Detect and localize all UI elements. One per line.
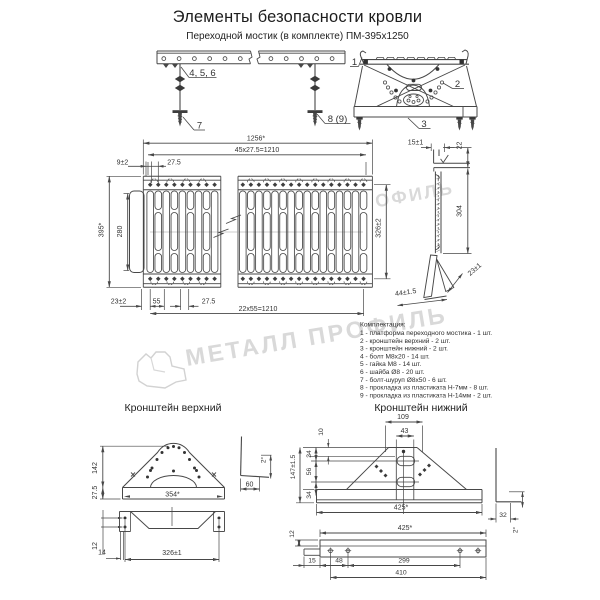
svg-text:4 - болт М8х20 - 14 шт.: 4 - болт М8х20 - 14 шт. [360, 352, 430, 360]
svg-text:142: 142 [92, 462, 99, 474]
svg-text:10: 10 [318, 428, 325, 436]
svg-text:27.5: 27.5 [202, 299, 216, 306]
svg-text:44±1.5: 44±1.5 [395, 288, 417, 298]
svg-text:8 - прокладка из пластиката Н-: 8 - прокладка из пластиката Н-7мм - 8 шт… [360, 385, 489, 392]
svg-text:56: 56 [306, 468, 313, 476]
svg-text:27.5: 27.5 [167, 160, 181, 167]
svg-text:1: 1 [352, 57, 357, 68]
svg-text:22х55=1210: 22х55=1210 [239, 306, 278, 313]
svg-text:Комплектация:: Комплектация: [360, 322, 406, 329]
svg-text:280: 280 [117, 226, 124, 238]
svg-text:14: 14 [98, 550, 106, 557]
svg-text:2 - кронштейн верхний - 2 шт.: 2 - кронштейн верхний - 2 шт. [360, 337, 450, 345]
svg-text:1256*: 1256* [247, 136, 266, 143]
svg-text:7: 7 [197, 121, 202, 132]
svg-text:109: 109 [397, 414, 409, 421]
svg-text:3: 3 [421, 119, 426, 130]
svg-text:55: 55 [153, 299, 161, 306]
svg-text:425*: 425* [398, 525, 413, 532]
svg-text:2°: 2° [512, 526, 520, 533]
svg-text:6 - шайба Ø8 - 20 шт.: 6 - шайба Ø8 - 20 шт. [360, 368, 425, 376]
svg-text:12: 12 [92, 542, 99, 550]
svg-text:395*: 395* [99, 223, 106, 238]
svg-text:22: 22 [457, 142, 464, 150]
svg-text:4, 5, 6: 4, 5, 6 [189, 68, 215, 79]
svg-text:304: 304 [456, 205, 463, 217]
svg-text:Кронштейн верхний: Кронштейн верхний [125, 402, 222, 414]
svg-text:9±2: 9±2 [117, 160, 129, 167]
svg-text:23±2: 23±2 [111, 299, 127, 306]
svg-text:32: 32 [499, 512, 507, 519]
svg-text:354*: 354* [165, 491, 180, 498]
svg-text:299: 299 [398, 558, 410, 565]
svg-text:34: 34 [306, 450, 313, 458]
svg-text:326±2: 326±2 [376, 218, 383, 238]
svg-text:8 (9): 8 (9) [328, 114, 348, 125]
svg-text:5 - гайка М8 - 14 шт.: 5 - гайка М8 - 14 шт. [360, 360, 421, 368]
svg-text:147±1.5: 147±1.5 [290, 455, 297, 480]
svg-text:12: 12 [289, 530, 296, 538]
svg-text:9 - прокладка из пластиката Н-: 9 - прокладка из пластиката Н-14мм - 2 ш… [360, 392, 492, 399]
svg-text:1 - платформа переходного мост: 1 - платформа переходного мостика - 1 шт… [360, 330, 492, 337]
svg-text:7 - болт-шуруп Ø8х50 - 6 шт.: 7 - болт-шуруп Ø8х50 - 6 шт. [360, 376, 447, 384]
svg-text:48: 48 [335, 558, 343, 565]
svg-text:23±1: 23±1 [467, 262, 483, 278]
svg-text:410: 410 [395, 570, 407, 577]
svg-text:43: 43 [401, 428, 409, 435]
svg-text:60: 60 [246, 482, 254, 489]
svg-text:Кронштейн нижний: Кронштейн нижний [374, 402, 467, 414]
svg-text:2°: 2° [260, 456, 268, 463]
svg-text:15±1: 15±1 [408, 140, 424, 147]
svg-text:34: 34 [306, 491, 313, 499]
svg-text:326±1: 326±1 [162, 550, 182, 557]
svg-text:27.5: 27.5 [92, 486, 99, 500]
svg-text:15: 15 [308, 558, 316, 565]
svg-text:425*: 425* [394, 505, 409, 512]
svg-text:2: 2 [455, 79, 460, 90]
svg-text:3 - кронштейн нижний - 2 шт.: 3 - кронштейн нижний - 2 шт. [360, 345, 448, 353]
svg-text:45х27.5=1210: 45х27.5=1210 [235, 147, 280, 154]
